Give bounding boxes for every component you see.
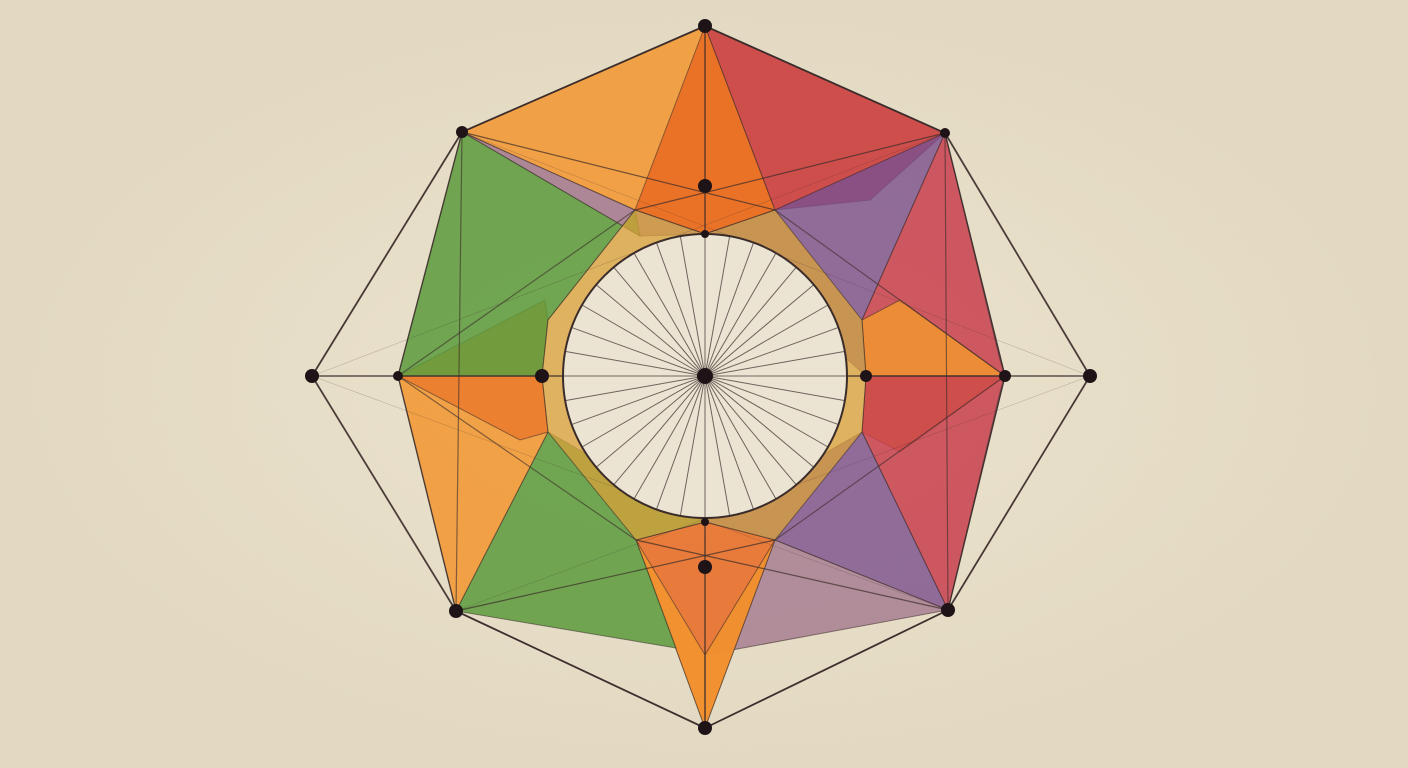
vertex-point bbox=[1083, 369, 1097, 383]
vertex-point bbox=[449, 604, 463, 618]
vertex-point bbox=[393, 371, 403, 381]
vertex-point bbox=[698, 19, 712, 33]
circle-spoke bbox=[613, 375, 706, 486]
circle-spoke bbox=[704, 375, 829, 448]
vertex-point bbox=[999, 370, 1011, 382]
vertex-point bbox=[698, 721, 712, 735]
circle-spoke bbox=[571, 375, 706, 426]
circle-spoke bbox=[571, 326, 706, 377]
circle-spoke bbox=[704, 284, 815, 377]
star-line bbox=[634, 132, 946, 211]
inner-octagon-edge bbox=[397, 131, 463, 377]
circle-spoke bbox=[704, 375, 845, 402]
thin-line bbox=[311, 131, 463, 377]
vertex-point bbox=[535, 369, 549, 383]
circle-spoke bbox=[565, 350, 706, 377]
star-line bbox=[774, 375, 1006, 541]
circle-spoke bbox=[581, 304, 706, 377]
vertex-points bbox=[305, 19, 1097, 735]
circle-spoke bbox=[595, 375, 706, 468]
circle-spoke bbox=[704, 242, 755, 377]
thin-line bbox=[311, 132, 946, 377]
thin-line bbox=[947, 375, 1091, 611]
circle-spoke bbox=[704, 304, 829, 377]
star-line bbox=[944, 132, 949, 611]
circle-spoke bbox=[655, 242, 706, 377]
circle-spoke bbox=[704, 350, 845, 377]
star-line bbox=[397, 375, 637, 541]
inner-octagon-edge bbox=[461, 25, 706, 133]
outer-octagon-edge bbox=[947, 375, 1091, 611]
circle-spoke bbox=[704, 375, 755, 510]
circle-spoke bbox=[679, 375, 706, 516]
vertex-point bbox=[940, 128, 950, 138]
vertex-point bbox=[305, 369, 319, 383]
outer-octagon-edge bbox=[944, 132, 1091, 377]
circle-spoke bbox=[565, 375, 706, 402]
inner-octagon-edge bbox=[704, 609, 949, 729]
star-line bbox=[455, 539, 776, 612]
circle-spoke bbox=[595, 284, 706, 377]
circle-spoke bbox=[704, 375, 777, 500]
circle-spoke bbox=[704, 375, 797, 486]
star-line bbox=[397, 209, 636, 377]
circle-spoke bbox=[704, 236, 731, 377]
circle-spoke bbox=[704, 375, 815, 468]
circle-spoke bbox=[704, 375, 839, 426]
outer-octagon-edge bbox=[311, 375, 457, 612]
vertex-point bbox=[698, 179, 712, 193]
circle-spoke bbox=[655, 375, 706, 510]
vertex-point bbox=[860, 370, 872, 382]
circle-spoke bbox=[679, 236, 706, 377]
circle-spoke bbox=[633, 252, 706, 377]
vertex-point bbox=[456, 126, 468, 138]
circle-spoke bbox=[581, 375, 706, 448]
inner-octagon-edge bbox=[704, 25, 946, 134]
vertex-point bbox=[697, 368, 713, 384]
circle-spoke bbox=[704, 266, 797, 377]
circle-spoke bbox=[704, 375, 731, 516]
circle-spoke bbox=[704, 252, 777, 377]
star-line bbox=[635, 539, 949, 611]
vertex-point bbox=[698, 560, 712, 574]
star-line bbox=[774, 209, 1006, 377]
inner-octagon-edge bbox=[944, 132, 1006, 377]
vertex-point bbox=[701, 230, 709, 238]
circle-spoke bbox=[704, 326, 839, 377]
inner-octagon-edge bbox=[397, 375, 457, 612]
star-line bbox=[455, 131, 463, 612]
star-line bbox=[461, 131, 776, 211]
inner-octagon-edge bbox=[947, 375, 1006, 611]
outer-octagon-edge bbox=[311, 131, 463, 377]
circle-spoke bbox=[633, 375, 706, 500]
vertex-point bbox=[941, 603, 955, 617]
vertex-point bbox=[701, 518, 709, 526]
inner-octagon-edge bbox=[455, 610, 706, 729]
circle-spoke bbox=[613, 266, 706, 377]
